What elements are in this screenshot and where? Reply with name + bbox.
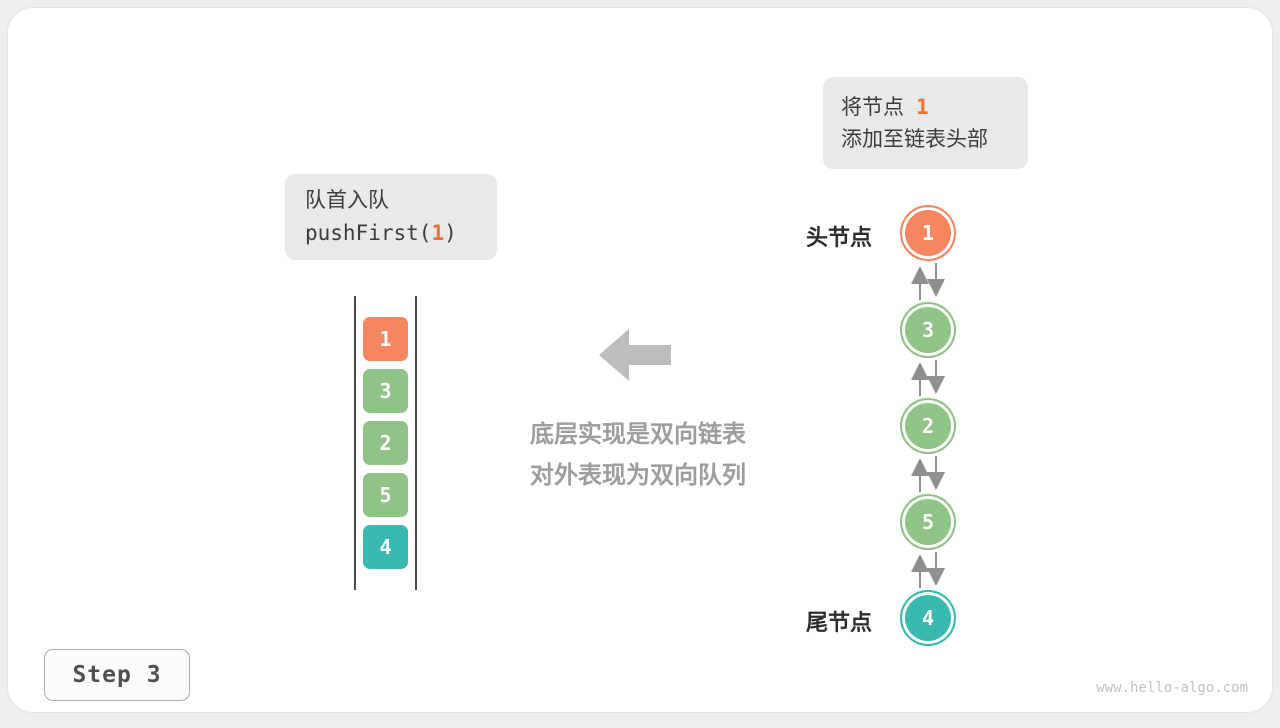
list-node: 5 (900, 494, 956, 550)
connector-arrows (911, 263, 945, 588)
array-cell: 1 (363, 317, 408, 361)
caption-line2: 对外表现为双向队列 (530, 462, 746, 489)
note-add-node-text: 将节点 (841, 96, 904, 119)
array-rail-left (354, 296, 356, 590)
list-node: 4 (900, 590, 956, 646)
note-add-node-line1: 将节点 1 (841, 91, 1010, 124)
note-operation: 队首入队 pushFirst(1) (285, 174, 497, 260)
note-add-node-line2: 添加至链表头部 (841, 128, 988, 151)
list-node: 2 (900, 398, 956, 454)
deque-array: 1 3 2 5 4 (354, 296, 417, 590)
note-add-node: 将节点 1 添加至链表头部 (823, 77, 1028, 169)
operation-code-num: 1 (431, 221, 445, 245)
array-rail-right (415, 296, 417, 590)
note-add-node-value: 1 (916, 95, 929, 119)
operation-code: pushFirst(1) (305, 217, 477, 249)
list-node: 1 (900, 205, 956, 261)
list-node: 3 (900, 302, 956, 358)
block-arrow-left-icon (599, 329, 671, 381)
operation-title: 队首入队 (305, 189, 389, 212)
array-cell: 5 (363, 473, 408, 517)
array-cell: 4 (363, 525, 408, 569)
tail-label: 尾节点 (805, 610, 872, 635)
array-cell: 2 (363, 421, 408, 465)
step-badge: Step 3 (44, 649, 190, 701)
caption: 底层实现是双向链表 对外表现为双向队列 (468, 414, 808, 496)
caption-line1: 底层实现是双向链表 (530, 421, 746, 448)
operation-code-open: pushFirst( (305, 221, 432, 245)
head-label: 头节点 (805, 225, 872, 250)
watermark: www.hello-algo.com (1096, 680, 1248, 696)
operation-code-close: ) (444, 221, 457, 245)
array-cell: 3 (363, 369, 408, 413)
